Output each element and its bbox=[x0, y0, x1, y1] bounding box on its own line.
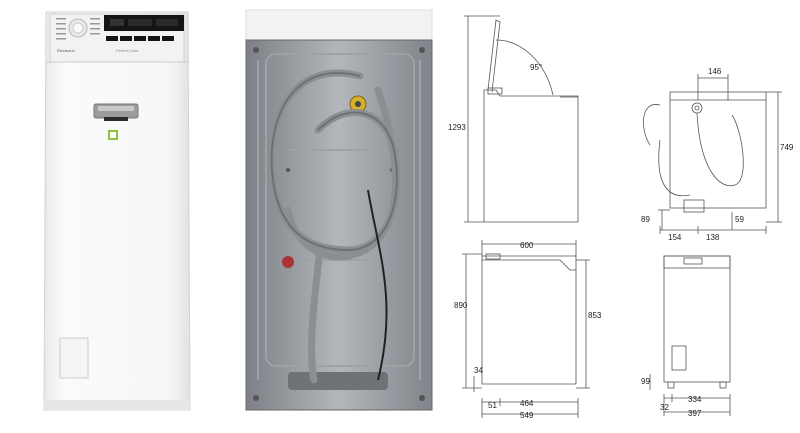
dim-rear-146: 146 bbox=[708, 67, 722, 76]
dim-front-99: 99 bbox=[641, 377, 650, 386]
dimension-drawings: 95° 1293 146 749 89 59 154 138 600 890 8… bbox=[440, 0, 800, 433]
dim-height-853: 853 bbox=[588, 311, 602, 320]
dim-front-32: 32 bbox=[660, 403, 669, 412]
dim-rear-59: 59 bbox=[735, 215, 744, 224]
dim-rear-154: 154 bbox=[668, 233, 682, 242]
dim-angle: 95° bbox=[530, 63, 542, 72]
front-view-washer: Electrolux Perfect Care bbox=[0, 0, 210, 433]
dim-front-334: 334 bbox=[688, 395, 702, 404]
dim-bottom-549: 549 bbox=[520, 411, 534, 420]
dim-open-height: 1293 bbox=[448, 123, 466, 132]
dim-bottom-51: 51 bbox=[488, 401, 497, 410]
rear-view-washer bbox=[228, 0, 438, 433]
dim-front-397: 397 bbox=[688, 409, 702, 418]
dim-depth-600: 600 bbox=[520, 241, 534, 250]
dim-rear-749: 749 bbox=[780, 143, 794, 152]
dim-rear-138: 138 bbox=[706, 233, 720, 242]
brand-text: Electrolux bbox=[57, 48, 75, 53]
lid-label-text: Perfect Care bbox=[116, 48, 139, 53]
dim-foot-34: 34 bbox=[474, 366, 483, 375]
dim-rear-89: 89 bbox=[641, 215, 650, 224]
dim-bottom-464: 464 bbox=[520, 399, 534, 408]
dim-height-890: 890 bbox=[454, 301, 468, 310]
